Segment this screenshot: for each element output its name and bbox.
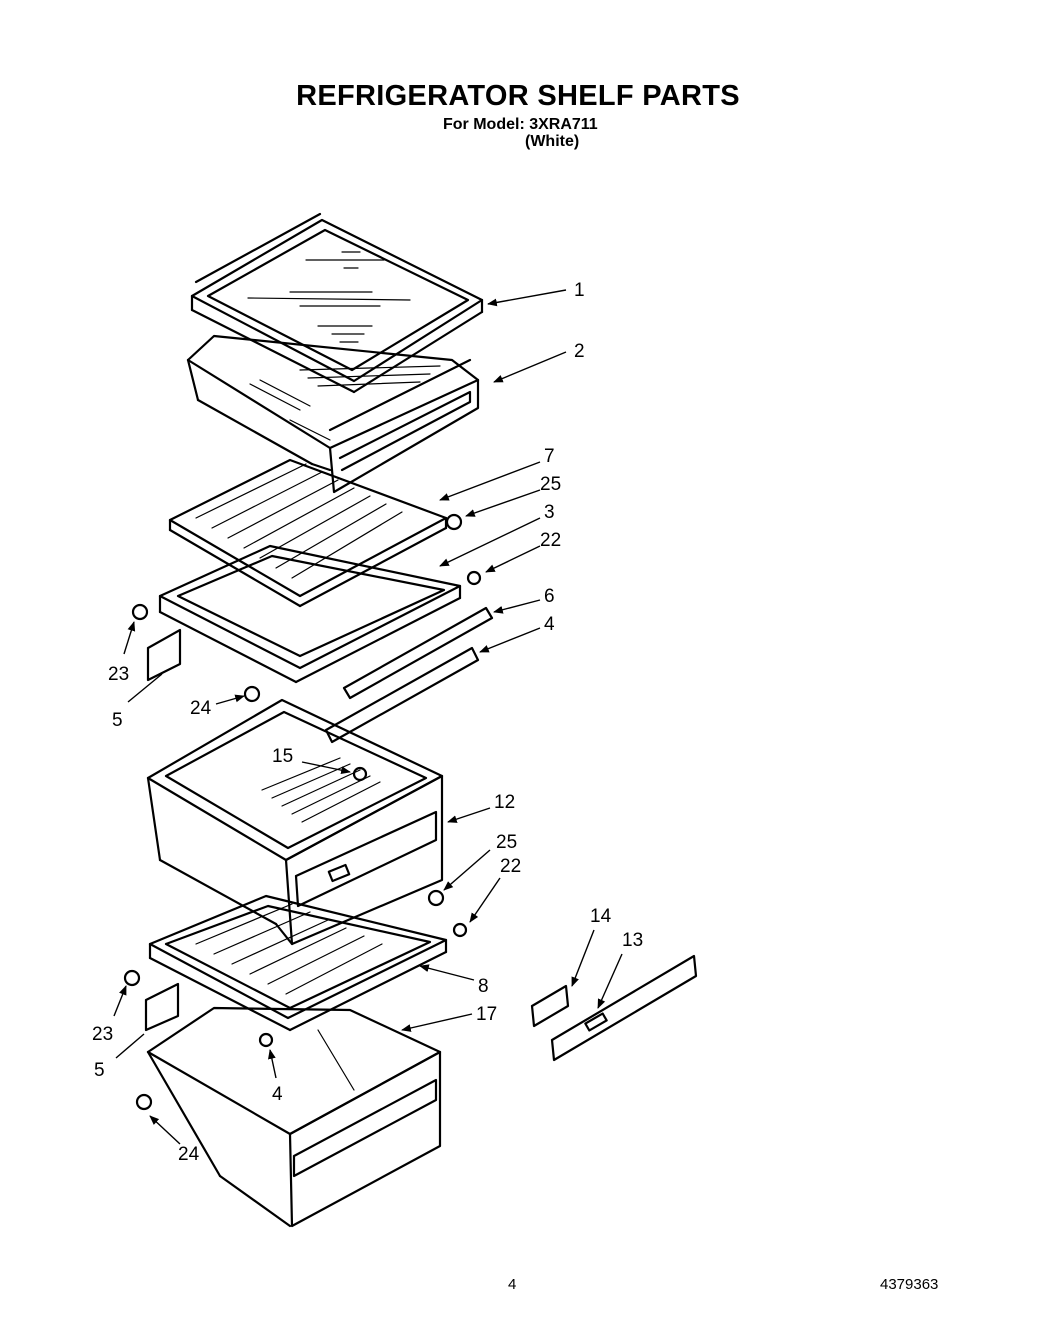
page-title: REFRIGERATOR SHELF PARTS: [296, 80, 740, 112]
lower-drawer-part-17: [146, 1006, 442, 1228]
callout-24-upper: 24: [190, 698, 212, 719]
callout-23-upper: 23: [108, 664, 129, 685]
callout-15: 15: [272, 746, 293, 767]
callout-2: 2: [574, 341, 585, 362]
callout-25-upper: 25: [540, 474, 561, 495]
callout-13: 13: [622, 930, 643, 951]
fastener-part-23a: [131, 603, 149, 621]
fastener-part-25a: [445, 513, 463, 531]
callout-4-lower: 4: [272, 1084, 283, 1105]
trim-strip-part-13: [550, 954, 698, 1062]
callout-1: 1: [574, 280, 585, 301]
fastener-part-25b: [427, 889, 445, 907]
callout-14: 14: [590, 906, 612, 927]
fastener-part-4b: [258, 1032, 274, 1048]
leader-lines: [113, 289, 623, 1145]
shelf-insert-part-7: [168, 458, 448, 608]
callout-22-lower: 22: [500, 856, 521, 877]
callout-5-lower: 5: [94, 1060, 105, 1081]
callout-24-lower: 24: [178, 1144, 200, 1165]
document-number: 4379363: [880, 1276, 939, 1293]
rail-part-6: [342, 606, 494, 700]
glass-shelf-part-1: [190, 212, 484, 394]
callout-7: 7: [544, 446, 555, 467]
rail-part-4: [324, 646, 480, 744]
model-line: For Model: 3XRA711: [443, 116, 598, 133]
callout-5-upper: 5: [112, 710, 123, 731]
bracket-part-14: [530, 984, 570, 1028]
variant-label: (White): [525, 133, 580, 150]
crisper-bin-part-12: [146, 698, 444, 946]
callout-12: 12: [494, 792, 515, 813]
callout-17: 17: [476, 1004, 497, 1025]
callout-3: 3: [544, 502, 555, 523]
callout-23-lower: 23: [92, 1024, 113, 1045]
lower-shelf-part-8: [144, 894, 448, 1032]
callout-6: 6: [544, 586, 555, 607]
callout-8: 8: [478, 976, 489, 997]
fastener-part-24b: [135, 1093, 153, 1111]
page-number: 4: [508, 1276, 517, 1293]
callout-4-upper: 4: [544, 614, 555, 635]
fastener-part-22a: [466, 570, 482, 586]
drawer-part-2: [186, 334, 480, 494]
fastener-part-22b: [452, 922, 468, 938]
fastener-part-15: [352, 766, 368, 782]
callout-22-upper: 22: [540, 530, 561, 551]
fastener-part-24a: [243, 685, 261, 703]
fastener-part-23b: [123, 969, 141, 987]
callout-25-lower: 25: [496, 832, 517, 853]
shelf-frame-part-3: [146, 544, 462, 684]
